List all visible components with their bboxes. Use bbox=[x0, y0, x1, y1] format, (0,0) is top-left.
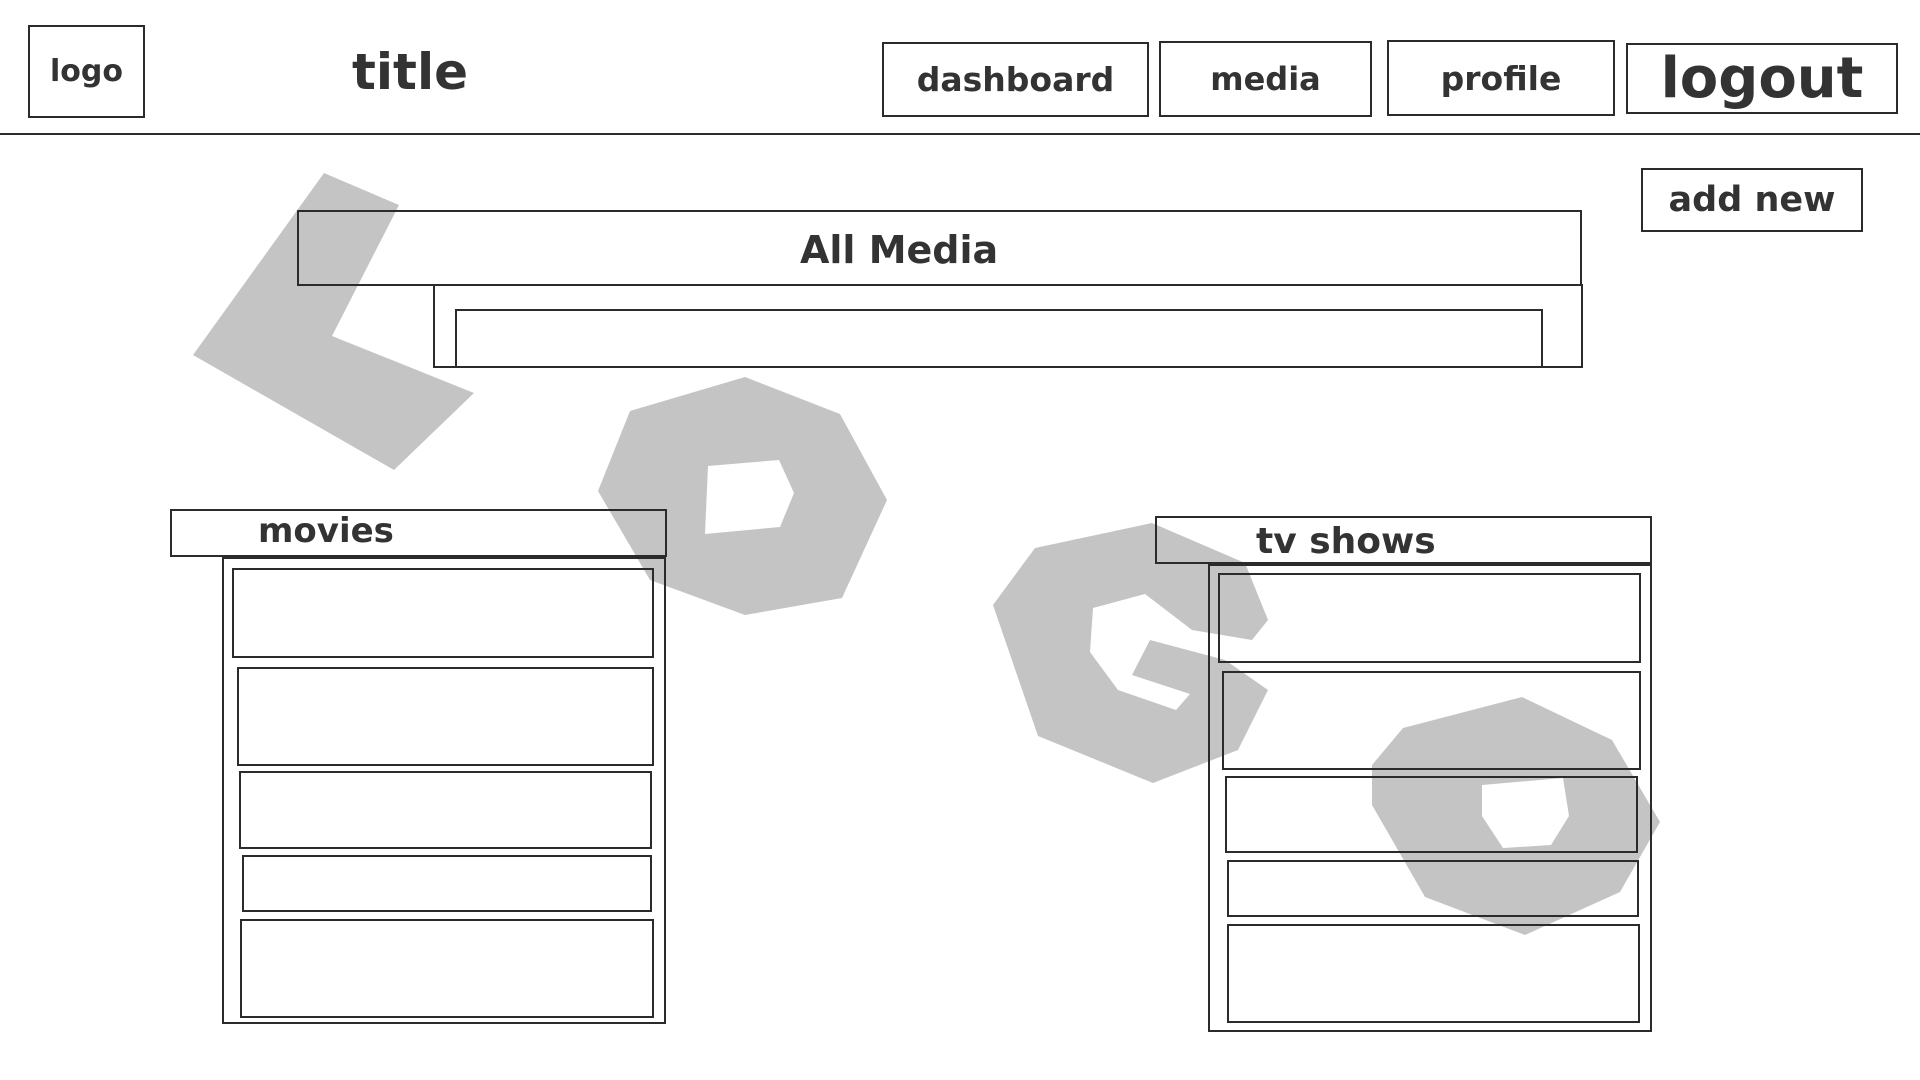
page-title: title bbox=[352, 43, 468, 101]
movies-header bbox=[170, 509, 667, 557]
movies-list-item[interactable] bbox=[237, 667, 654, 766]
all-media-item[interactable] bbox=[455, 309, 1543, 368]
tv-shows-list-item[interactable] bbox=[1218, 573, 1641, 663]
tv-shows-list bbox=[1208, 564, 1652, 1032]
movies-list-item[interactable] bbox=[239, 771, 652, 849]
all-media-container bbox=[433, 284, 1583, 368]
movies-heading: movies bbox=[258, 511, 394, 551]
logo[interactable]: logo bbox=[28, 25, 145, 118]
movies-list-item[interactable] bbox=[240, 919, 654, 1018]
movies-list-item[interactable] bbox=[232, 568, 654, 658]
nav-profile-label: profile bbox=[1440, 58, 1562, 98]
logo-label: logo bbox=[50, 54, 123, 89]
tv-shows-list-item[interactable] bbox=[1227, 860, 1639, 917]
nav-media-button[interactable]: media bbox=[1159, 41, 1372, 117]
header-divider bbox=[0, 133, 1920, 135]
tv-shows-list-item[interactable] bbox=[1225, 776, 1638, 853]
tv-shows-header bbox=[1155, 516, 1652, 564]
movies-list bbox=[222, 557, 666, 1024]
tv-shows-list-item[interactable] bbox=[1227, 924, 1640, 1023]
logout-label: logout bbox=[1660, 46, 1864, 111]
add-new-label: add new bbox=[1668, 180, 1836, 220]
tv-shows-list-item[interactable] bbox=[1222, 671, 1641, 770]
nav-dashboard-label: dashboard bbox=[916, 60, 1115, 99]
nav-dashboard-button[interactable]: dashboard bbox=[882, 42, 1149, 117]
tv-shows-heading: tv shows bbox=[1256, 521, 1436, 562]
movies-list-item[interactable] bbox=[242, 855, 652, 912]
add-new-button[interactable]: add new bbox=[1641, 168, 1863, 232]
nav-media-label: media bbox=[1210, 60, 1321, 98]
logout-button[interactable]: logout bbox=[1626, 43, 1898, 114]
all-media-heading: All Media bbox=[800, 228, 999, 272]
nav-profile-button[interactable]: profile bbox=[1387, 40, 1615, 116]
